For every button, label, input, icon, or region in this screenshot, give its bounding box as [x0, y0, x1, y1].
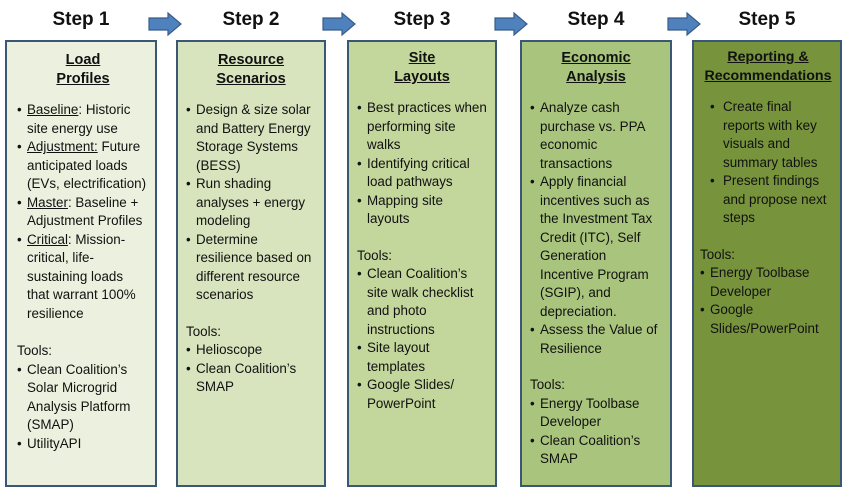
step-2-box: Resource Scenarios Design & size solar a… [176, 40, 326, 487]
list-item: Clean Coalition’s Solar Microgrid Analys… [17, 361, 149, 435]
list-item: UtilityAPI [17, 435, 149, 454]
list-item: Design & size solar and Battery Energy S… [186, 101, 316, 175]
list-item: Google Slides/ PowerPoint [357, 376, 487, 413]
step-4-bullets: Analyze cash purchase vs. PPA economic t… [530, 99, 662, 358]
step-4-box: Economic Analysis Analyze cash purchase … [520, 40, 672, 487]
step-2-bullets: Design & size solar and Battery Energy S… [186, 101, 316, 305]
step-1-box: Load Profiles Baseline: Historic site en… [5, 40, 157, 487]
step-5-bullets: Create final reports with key visuals an… [700, 98, 836, 228]
list-item: Clean Coalition’s SMAP [530, 432, 662, 469]
step-5-title: Reporting & Recommendations [704, 49, 832, 84]
step-3-heading: Step 3 [393, 9, 451, 30]
arrow-right-icon [494, 12, 528, 36]
list-item: Energy Toolbase Developer [700, 264, 836, 301]
step-5-tools-label: Tools: [700, 246, 735, 262]
list-item: Present findings and propose next steps [710, 172, 836, 228]
list-item: Google Slides/PowerPoint [700, 301, 836, 338]
list-item: Determine resilience based on different … [186, 231, 316, 305]
list-item: Baseline: Historic site energy use [17, 101, 149, 138]
list-item: Analyze cash purchase vs. PPA economic t… [530, 99, 662, 173]
step-3-bullets: Best practices when performing site walk… [357, 99, 487, 229]
arrow-right-icon [667, 12, 701, 36]
step-1-bullets: Baseline: Historic site energy use Adjus… [17, 101, 149, 323]
step-5-heading: Step 5 [738, 9, 796, 30]
step-4-title: Economic Analysis [561, 50, 631, 85]
list-item: Assess the Value of Resilience [530, 321, 662, 358]
step-3-box: Site Layouts Best practices when perform… [347, 40, 497, 487]
step-1-heading: Step 1 [52, 9, 110, 30]
list-item: Mapping site layouts [357, 192, 487, 229]
arrow-right-icon [322, 12, 356, 36]
step-1-tools-label: Tools: [17, 343, 52, 358]
list-item: Clean Coalition’s SMAP [186, 360, 316, 397]
list-item: Run shading analyses + energy modeling [186, 175, 316, 231]
list-item: Identifying critical load pathways [357, 155, 487, 192]
step-2-heading: Step 2 [222, 9, 280, 30]
step-3-tools: Clean Coalition’s site walk checklist an… [357, 265, 487, 413]
step-1-tools: Clean Coalition’s Solar Microgrid Analys… [17, 361, 149, 454]
list-item: Best practices when performing site walk… [357, 99, 487, 155]
step-2-tools: Helioscope Clean Coalition’s SMAP [186, 341, 316, 397]
step-3-title: Site Layouts [394, 50, 450, 85]
list-item: Site layout templates [357, 339, 487, 376]
step-4-heading: Step 4 [567, 9, 625, 30]
list-item: Create final reports with key visuals an… [710, 98, 836, 172]
step-1-title: Load Profiles [56, 52, 110, 87]
step-4-tools-label: Tools: [530, 377, 565, 392]
arrow-right-icon [148, 12, 182, 36]
list-item: Apply financial incentives such as the I… [530, 173, 662, 321]
list-item: Energy Toolbase Developer [530, 395, 662, 432]
list-item: Clean Coalition’s site walk checklist an… [357, 265, 487, 339]
list-item: Master: Baseline + Adjustment Profiles [17, 194, 149, 231]
step-3-tools-label: Tools: [357, 247, 392, 263]
step-5-tools: Energy Toolbase Developer Google Slides/… [700, 264, 836, 338]
list-item: Critical: Mission-critical, life-sustain… [17, 231, 149, 324]
step-5-box: Reporting & Recommendations Create final… [692, 40, 842, 487]
step-4-tools: Energy Toolbase Developer Clean Coalitio… [530, 395, 662, 469]
list-item: Adjustment: Future anticipated loads (EV… [17, 138, 149, 194]
step-2-title: Resource Scenarios [216, 52, 286, 87]
step-2-tools-label: Tools: [186, 323, 221, 339]
list-item: Helioscope [186, 341, 316, 360]
